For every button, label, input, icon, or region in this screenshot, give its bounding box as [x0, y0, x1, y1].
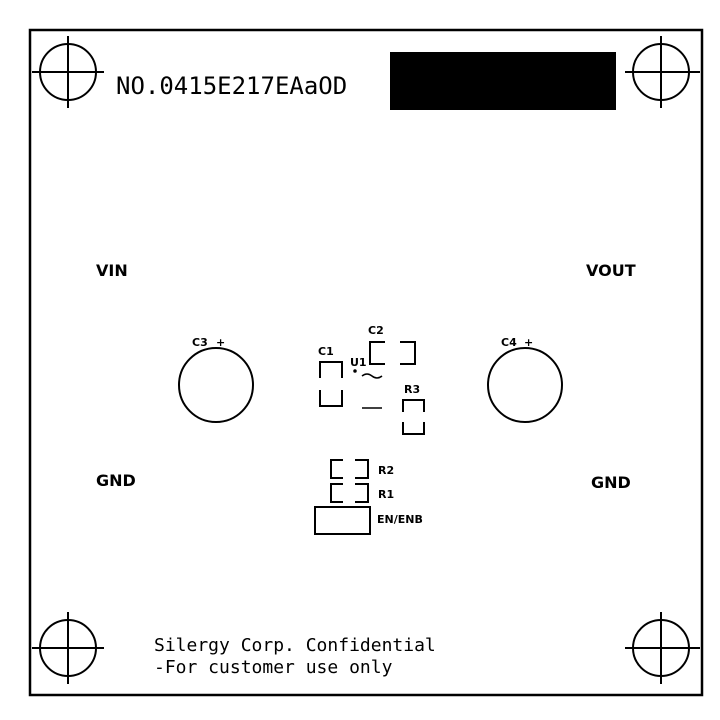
r3-footprint	[402, 399, 425, 435]
r1-footprint	[330, 483, 369, 503]
en-enb-label: EN/ENB	[377, 513, 423, 526]
c1-label: C1	[318, 345, 334, 358]
u1-label: U1	[350, 356, 367, 369]
r1-label: R1	[378, 488, 394, 501]
redaction-block	[390, 52, 616, 110]
terminal-vin-label: VIN	[96, 261, 128, 280]
c1-footprint	[319, 361, 343, 407]
c2-footprint	[369, 341, 416, 365]
c4-polarity-mark: +	[524, 336, 533, 349]
mounting-hole-bottom-right	[625, 612, 700, 684]
r2-footprint	[330, 459, 369, 479]
terminal-gnd-right-label: GND	[591, 473, 631, 492]
r3-label: R3	[404, 383, 420, 396]
confidential-line-2: -For customer use only	[154, 657, 393, 678]
c4-capacitor-footprint	[487, 347, 563, 423]
terminal-gnd-left-label: GND	[96, 471, 136, 490]
c3-label: C3	[192, 336, 208, 349]
c2-label: C2	[368, 324, 384, 337]
confidential-line-1: Silergy Corp. Confidential	[154, 635, 436, 656]
part-number-label: NO.0415E217EAaOD	[116, 72, 347, 100]
mounting-hole-top-left	[32, 36, 104, 108]
c3-polarity-mark: +	[216, 336, 225, 349]
mounting-hole-bottom-left	[32, 612, 104, 684]
r2-label: R2	[378, 464, 394, 477]
u1-footprint	[353, 369, 383, 409]
c3-capacitor-footprint	[178, 347, 254, 423]
board-outline	[28, 28, 704, 697]
c4-label: C4	[501, 336, 517, 349]
en-enb-connector	[314, 506, 371, 535]
mounting-hole-top-right	[625, 36, 700, 108]
terminal-vout-label: VOUT	[586, 261, 636, 280]
